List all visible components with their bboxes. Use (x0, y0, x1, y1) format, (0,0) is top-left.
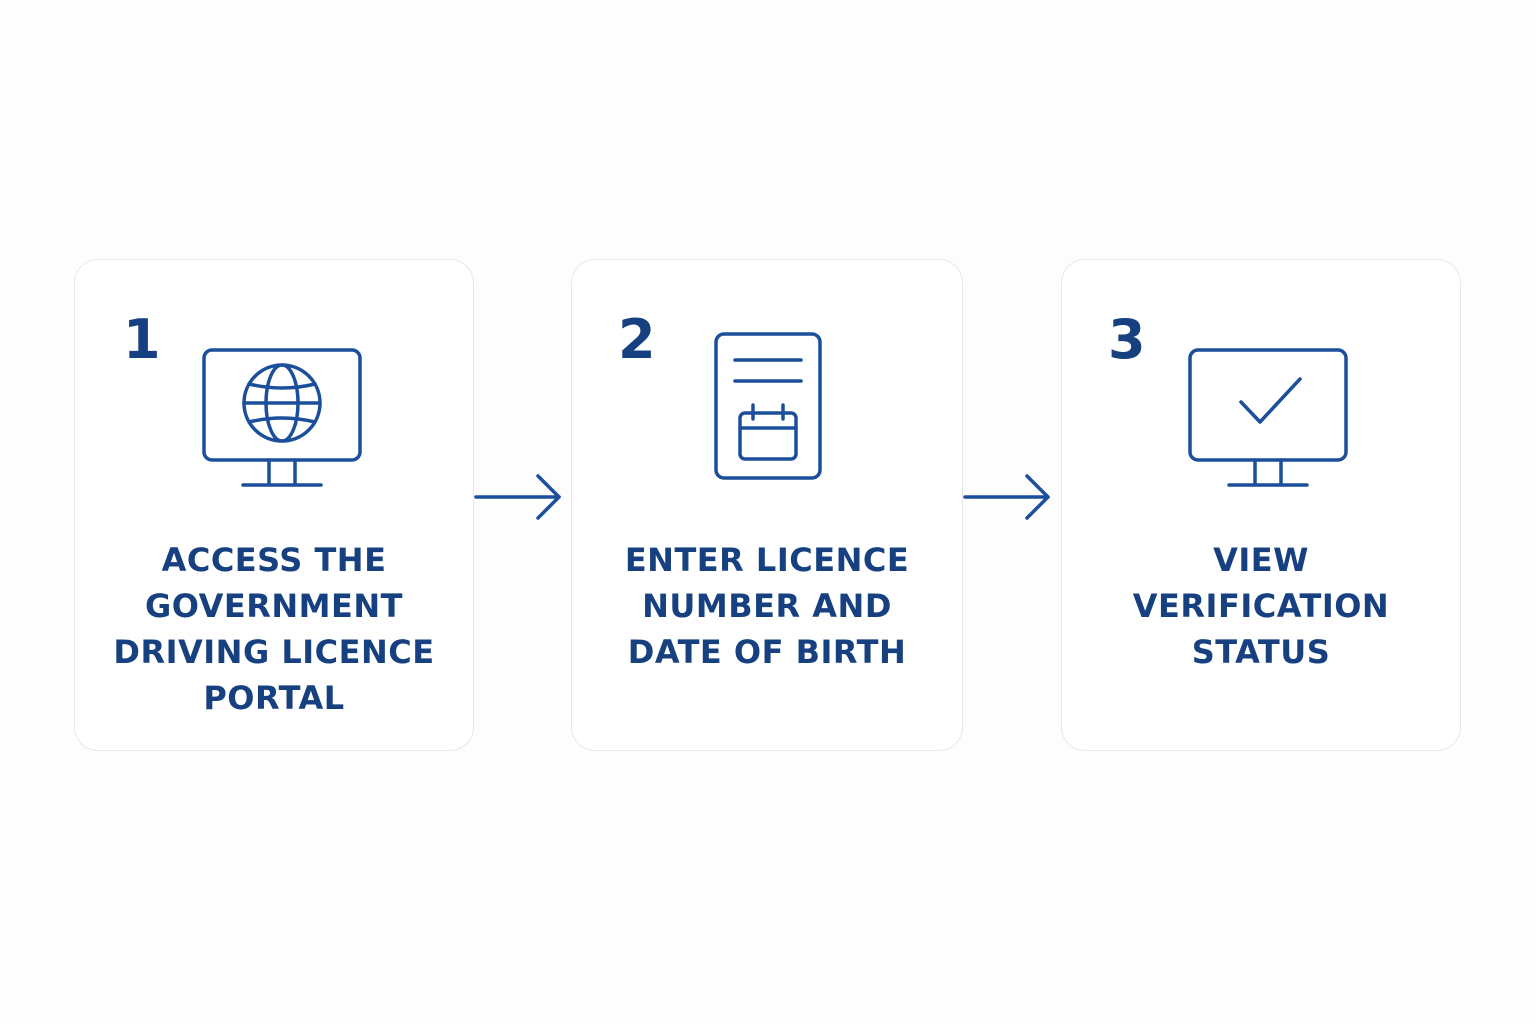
step-label-3-line-2: VERIFICATION (1132, 587, 1390, 625)
step-label-2-line-1: ENTER LICENCE (624, 541, 910, 579)
step-label-3: VIEW VERIFICATION STATUS (1062, 537, 1460, 675)
step-label-3-line-3: STATUS (1191, 633, 1331, 671)
step-label-3-line-1: VIEW (1213, 541, 1309, 579)
step-label-1-line-2: GOVERNMENT (145, 587, 403, 625)
step-number-1: 1 (123, 308, 161, 371)
step-card-1: 1 ACCESS THE GOVERNMENT DRIVING LICENCE … (74, 259, 474, 751)
step-number-2: 2 (618, 308, 656, 371)
step-label-1: ACCESS THE GOVERNMENT DRIVING LICENCE PO… (75, 537, 473, 721)
step-number-3: 3 (1108, 308, 1146, 371)
step-label-1-line-3: DRIVING LICENCE (113, 633, 435, 671)
monitor-globe-icon (202, 348, 362, 487)
monitor-check-icon (1188, 348, 1348, 487)
step-label-1-line-4: PORTAL (203, 679, 345, 717)
step-label-1-line-1: ACCESS THE (161, 541, 387, 579)
step-card-2: 2 ENTER LICENCE NUMBER AND DATE OF BIRTH (571, 259, 963, 751)
step-label-2-line-3: DATE OF BIRTH (627, 633, 907, 671)
step-card-3: 3 VIEW VERIFICATION STATUS (1061, 259, 1461, 751)
step-label-2: ENTER LICENCE NUMBER AND DATE OF BIRTH (572, 537, 962, 675)
step-label-2-line-2: NUMBER AND (642, 587, 892, 625)
document-calendar-icon (714, 332, 822, 480)
arrow-right-icon (963, 474, 1050, 520)
arrow-right-icon (474, 474, 561, 520)
